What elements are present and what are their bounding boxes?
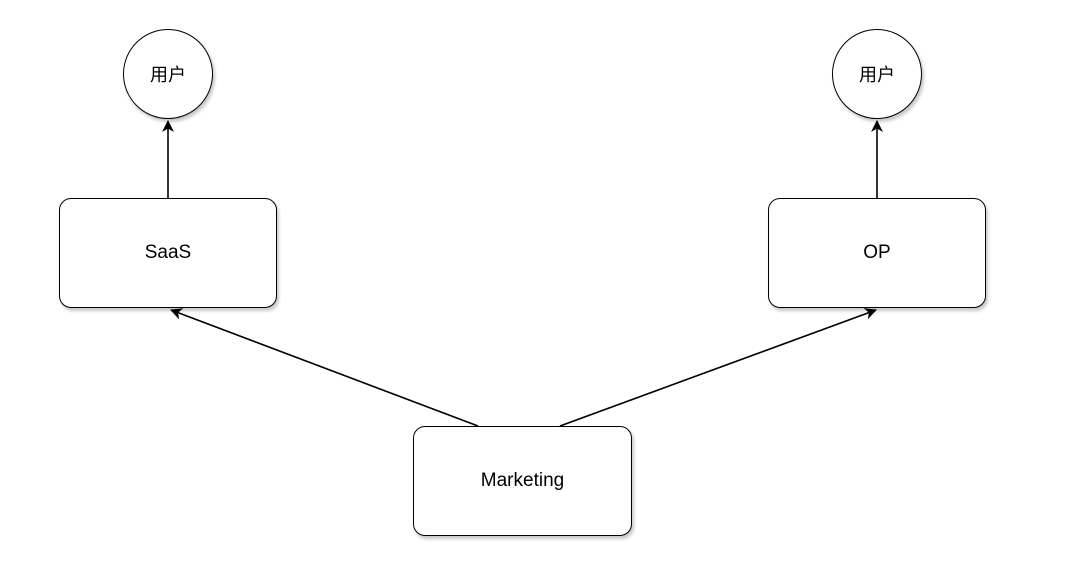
edge-marketing-to-op xyxy=(559,308,877,427)
user-node-left-label: 用户 xyxy=(150,65,186,85)
marketing-node-label: Marketing xyxy=(480,470,565,491)
op-node[interactable]: OP xyxy=(768,198,986,308)
user-node-left[interactable]: 用户 xyxy=(123,29,213,119)
marketing-node[interactable]: Marketing xyxy=(413,426,632,536)
saas-node-label: SaaS xyxy=(144,242,192,263)
edge-marketing-to-saas xyxy=(170,308,479,427)
saas-node[interactable]: SaaS xyxy=(59,198,277,308)
op-node-label: OP xyxy=(863,242,891,263)
user-node-right[interactable]: 用户 xyxy=(832,29,922,119)
user-node-right-label: 用户 xyxy=(859,65,895,85)
